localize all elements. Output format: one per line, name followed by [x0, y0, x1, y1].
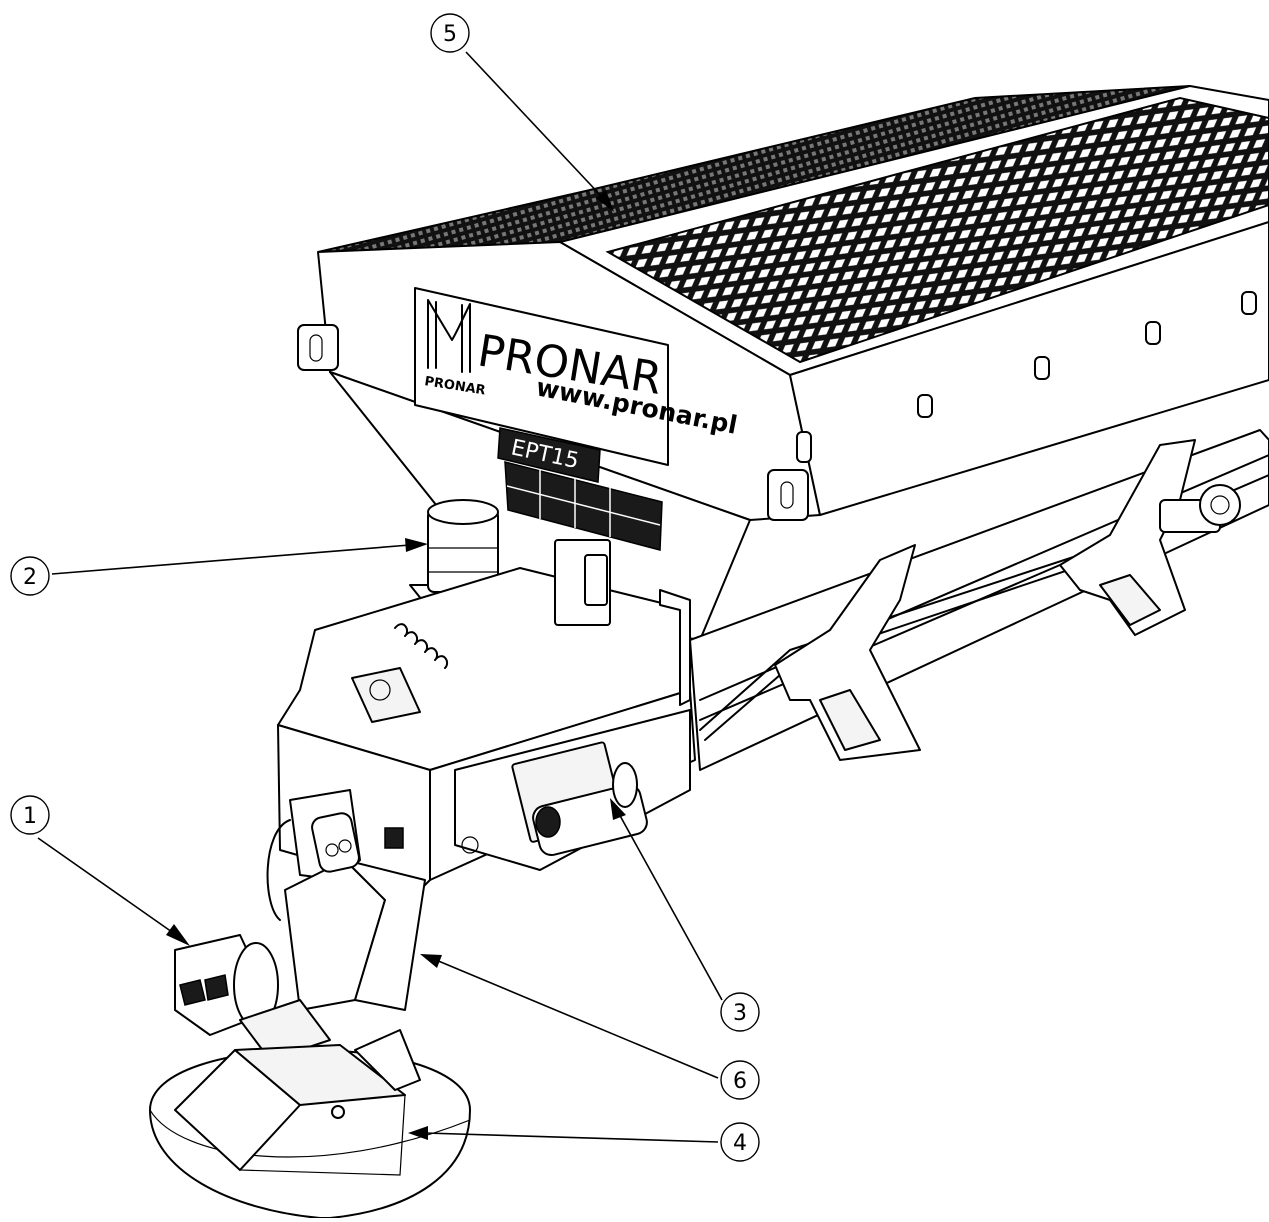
callout-3-label: 3	[733, 1001, 747, 1026]
callout-3: 3	[720, 992, 760, 1032]
hopper-grate	[605, 96, 1269, 364]
callout-5-label: 5	[443, 22, 457, 47]
hopper-lug-left	[297, 324, 339, 371]
chute-arm	[266, 789, 426, 1011]
callout-6: 6	[720, 1060, 760, 1100]
callout-2: 2	[10, 556, 50, 596]
leader-2	[51, 544, 411, 575]
rear-coupling	[1159, 484, 1241, 533]
callout-1: 1	[10, 795, 50, 835]
conveyor-motor	[454, 709, 691, 871]
callout-4-label: 4	[733, 1131, 747, 1156]
callout-1-label: 1	[23, 804, 37, 829]
callout-4: 4	[720, 1122, 760, 1162]
hopper-side-panel	[789, 221, 1269, 516]
callout-2-label: 2	[23, 565, 37, 590]
leader-3	[617, 811, 723, 1001]
hopper-clips	[796, 291, 1257, 463]
support-leg-rear	[1059, 439, 1196, 636]
pronar-logo-icon	[427, 299, 471, 373]
leader-6	[435, 959, 719, 1079]
brand-plate: PRONAR PRONAR www.pronar.pl	[414, 287, 740, 466]
callout-5: 5	[430, 13, 470, 53]
callout-6-label: 6	[733, 1069, 747, 1094]
hopper-lug-right	[767, 469, 809, 521]
leader-1	[37, 837, 173, 933]
leader-5	[465, 51, 604, 199]
support-leg-front	[774, 544, 921, 761]
leader-4	[424, 1132, 719, 1143]
leader-lines	[37, 51, 723, 1143]
spinner-disc	[149, 1029, 471, 1219]
